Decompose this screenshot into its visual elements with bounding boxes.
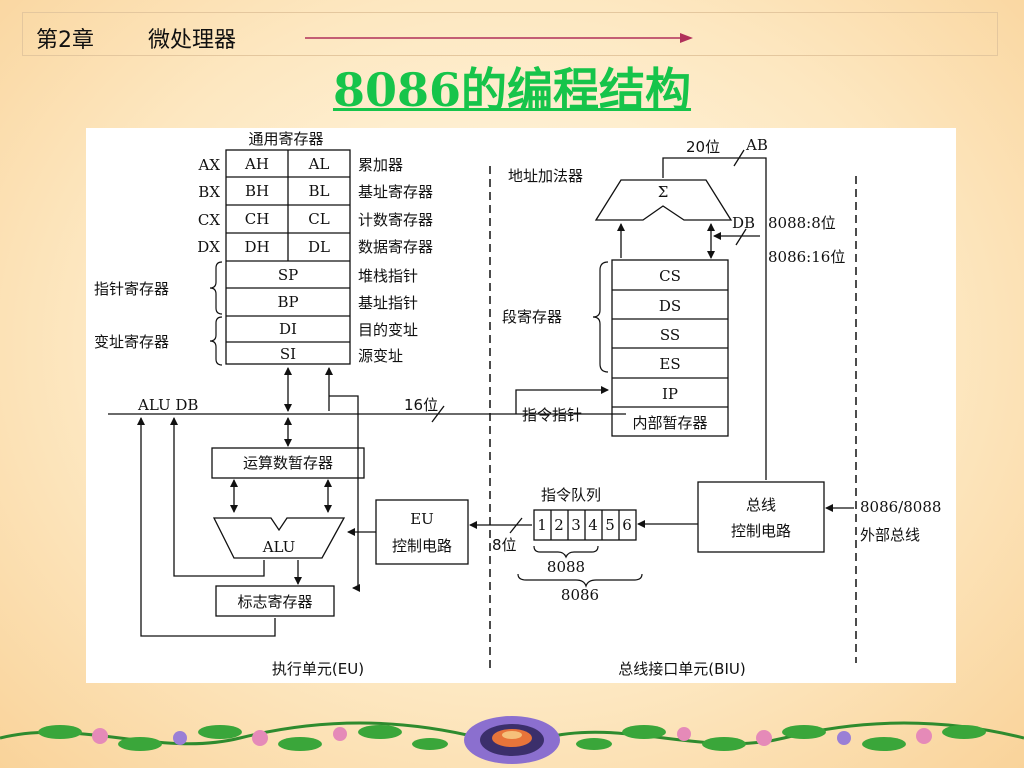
db-8086-label: 8086:16位 — [768, 248, 845, 266]
flags-register-label: 标志寄存器 — [237, 593, 312, 611]
bus-control-label-2: 控制电路 — [731, 522, 791, 540]
reg-cl-cell: CL — [308, 210, 329, 228]
ab-bits-label: 20位 — [686, 138, 720, 156]
floral-border-decoration — [0, 716, 1024, 764]
seg-ss-cell: SS — [660, 326, 680, 344]
queue-8086-label: 8086 — [561, 586, 599, 604]
section-label: 微处理器 — [148, 28, 237, 53]
reg-bx-desc: 基址寄存器 — [358, 183, 433, 201]
general-registers-title: 通用寄存器 — [248, 130, 323, 148]
internal-regs-label: 内部暂存器 — [632, 414, 707, 432]
seg-cs-cell: CS — [659, 267, 681, 285]
queue-cell-3: 3 — [571, 516, 581, 534]
queue-width-slash — [509, 517, 523, 534]
address-adder-label: 地址加法器 — [508, 167, 583, 185]
alu-block — [212, 517, 346, 559]
reg-di-desc: 目的变址 — [358, 321, 418, 339]
queue-8bit-label: 8位 — [492, 536, 517, 554]
instruction-queue — [533, 509, 637, 541]
ab-label: AB — [745, 136, 768, 154]
reg-dh-cell: DH — [244, 238, 269, 256]
operand-registers — [211, 447, 365, 479]
bus-control-label-1: 总线 — [746, 496, 776, 514]
eu-caption: 执行单元(EU) — [272, 660, 364, 678]
reg-dx-label: DX — [197, 238, 220, 256]
queue-8088-brace — [533, 545, 599, 559]
flags-register — [215, 585, 335, 617]
segment-group-label: 段寄存器 — [502, 308, 562, 326]
index-brace — [209, 316, 223, 366]
db-width-slash — [735, 228, 747, 246]
reg-bx-label: BX — [198, 183, 220, 201]
architecture-diagram: 通用寄存器 AX AH AL 累加器 BX BH BL 基址寄存器 CX CH … — [86, 128, 956, 683]
alu-label: ALU — [262, 538, 296, 556]
reg-si-cell: SI — [280, 345, 296, 363]
reg-al-cell: AL — [308, 155, 330, 173]
queue-cell-6: 6 — [622, 516, 632, 534]
reg-ah-cell: AH — [244, 155, 269, 173]
seg-ds-cell: DS — [659, 297, 681, 315]
queue-8086-brace — [517, 573, 643, 588]
pointer-group-label: 指针寄存器 — [94, 280, 169, 298]
header-arrow-icon — [305, 33, 693, 43]
reg-ax-desc: 累加器 — [358, 156, 403, 174]
header-bar — [22, 12, 998, 56]
reg-sp-desc: 堆栈指针 — [358, 267, 418, 285]
seg-es-cell: ES — [659, 355, 680, 373]
ip-cell: IP — [662, 385, 678, 403]
external-bus-label-1: 8086/8088 — [860, 498, 941, 516]
reg-dx-desc: 数据寄存器 — [358, 238, 433, 256]
queue-cell-1: 1 — [537, 516, 547, 534]
register-file — [225, 149, 351, 365]
pointer-brace — [209, 261, 223, 315]
queue-8088-label: 8088 — [547, 558, 585, 576]
sigma-label: Σ — [658, 183, 669, 201]
bus-16bit-label: 16位 — [404, 396, 438, 414]
reg-cx-label: CX — [198, 211, 220, 229]
reg-cx-desc: 计数寄存器 — [358, 211, 433, 229]
eu-control-label-2: 控制电路 — [392, 537, 452, 555]
alu-db-label: ALU DB — [137, 396, 198, 414]
index-group-label: 变址寄存器 — [94, 333, 169, 351]
db-8088-label: 8088:8位 — [768, 214, 836, 232]
chapter-label: 第2章 — [36, 28, 94, 53]
ab-width-slash — [733, 149, 745, 167]
ip-pointer-label: 指令指针 — [522, 406, 582, 424]
bus-width-slash — [431, 405, 445, 423]
queue-cell-2: 2 — [554, 516, 564, 534]
reg-bp-cell: BP — [277, 293, 298, 311]
reg-bh-cell: BH — [245, 182, 269, 200]
reg-si-desc: 源变址 — [358, 347, 403, 365]
reg-ax-label: AX — [197, 156, 220, 174]
db-label: DB — [732, 214, 755, 232]
queue-cell-4: 4 — [588, 516, 598, 534]
queue-title: 指令队列 — [541, 486, 601, 504]
segment-register-file — [611, 259, 729, 437]
reg-sp-cell: SP — [278, 266, 298, 284]
queue-cell-5: 5 — [605, 516, 615, 534]
bus-control-circuit — [697, 481, 825, 553]
external-bus-label-2: 外部总线 — [860, 526, 920, 544]
reg-dl-cell: DL — [308, 238, 330, 256]
address-adder — [594, 179, 733, 221]
eu-control-label-1: EU — [410, 510, 434, 528]
reg-bl-cell: BL — [309, 182, 330, 200]
segment-brace — [592, 261, 609, 373]
reg-bp-desc: 基址指针 — [358, 294, 418, 312]
reg-ch-cell: CH — [245, 210, 270, 228]
reg-di-cell: DI — [279, 320, 297, 338]
biu-caption: 总线接口单元(BIU) — [618, 660, 745, 678]
slide-title: 8086的编程结构 — [332, 63, 692, 117]
operand-registers-label: 运算数暂存器 — [243, 454, 333, 472]
